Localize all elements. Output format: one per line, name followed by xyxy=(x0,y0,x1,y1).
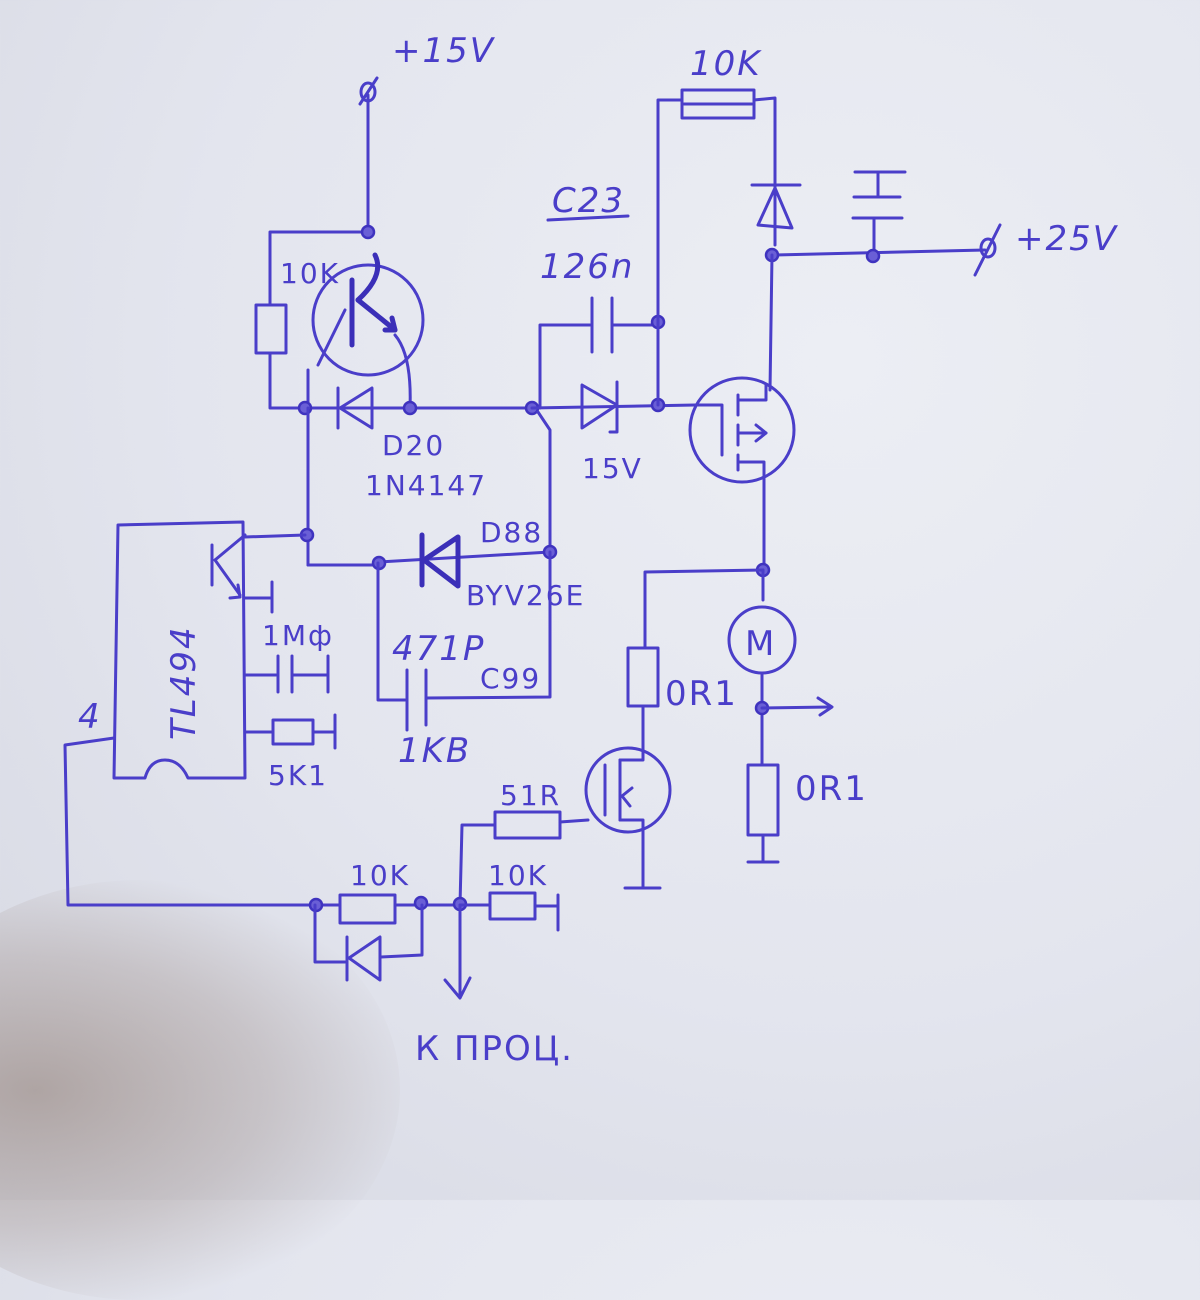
mosfet-low xyxy=(584,746,672,890)
motor: M xyxy=(727,605,797,675)
diode-triangle xyxy=(347,935,382,982)
diode-triangle xyxy=(338,386,374,430)
mosfet-high xyxy=(688,376,796,572)
diode-d88: D88 BYV26E xyxy=(306,516,585,612)
label-r-top-right: 10K xyxy=(690,44,762,84)
label-d88-ref: D88 xyxy=(480,516,543,549)
arrow-out xyxy=(760,705,832,710)
capacitor-1mf: 1Mф xyxy=(243,619,334,694)
resistor-10k-bottom-left: 10K xyxy=(308,859,462,925)
label-ic: TL494 xyxy=(164,625,204,740)
label-10k-bl: 10K xyxy=(350,859,410,892)
zener-triangle xyxy=(580,383,619,430)
junction xyxy=(865,248,881,264)
supply-25v: +25V xyxy=(973,219,1119,277)
resistor-body xyxy=(488,891,537,921)
schematic: +15V 10K D20 1N4147 C23 126n xyxy=(63,31,1119,1069)
resistor-10k-bottom-right: 10K xyxy=(458,859,560,932)
label-15v: +15V xyxy=(392,31,496,71)
label-c99-ref: C99 xyxy=(480,662,541,695)
mosfet-circle xyxy=(584,746,672,834)
label-to-processor: К ПРОЦ. xyxy=(415,1029,574,1069)
resistor-51r: 51R xyxy=(458,779,590,907)
label-10k-br: 10K xyxy=(488,859,548,892)
terminal-15v xyxy=(359,81,377,103)
resistor-5k1: 5K1 xyxy=(243,713,337,792)
label-d20-ref: D20 xyxy=(382,429,445,462)
r-top-left: 10K xyxy=(254,230,370,410)
transistor-circle xyxy=(311,263,425,377)
ic-pin-4: 4 xyxy=(63,697,312,907)
capacitor-top-right xyxy=(851,170,907,257)
resistor-body xyxy=(493,810,562,840)
mosfet-circle xyxy=(688,376,796,484)
diode-d20: D20 1N4147 xyxy=(303,386,532,502)
label-d20-part: 1N4147 xyxy=(365,469,487,502)
terminal-25v xyxy=(979,237,997,259)
junction xyxy=(402,400,418,416)
label-pin-4: 4 xyxy=(78,697,102,737)
transistor-q-driver xyxy=(306,252,425,410)
label-zener: 15V xyxy=(582,452,643,485)
label-c99-value: 471P xyxy=(392,629,485,669)
diode-bottom xyxy=(313,903,424,982)
resistor-body xyxy=(626,646,660,708)
resistor-shunt: 0R1 xyxy=(746,763,868,864)
diode-triangle xyxy=(421,534,461,589)
diode-top-right xyxy=(750,183,802,230)
label-51r: 51R xyxy=(500,779,561,812)
resistor-body xyxy=(338,893,397,925)
label-d88-part: BYV26E xyxy=(466,579,585,612)
label-1mf: 1Mф xyxy=(262,619,334,652)
label-shunt: 0R1 xyxy=(795,769,868,809)
r-top-right: 10K xyxy=(656,44,777,407)
capacitor-c99: 471P C99 1KB xyxy=(376,550,552,771)
resistor-body xyxy=(254,303,288,355)
label-gate-r: 0R1 xyxy=(665,674,738,714)
label-25v: +25V xyxy=(1015,219,1119,259)
label-c99-voltage: 1KB xyxy=(398,731,471,771)
junction xyxy=(360,224,376,240)
ic-tl494: TL494 xyxy=(112,520,307,780)
capacitor-c23: C23 126n xyxy=(538,181,660,410)
label-c23-value: 126n xyxy=(540,247,634,287)
diode-triangle xyxy=(756,186,794,230)
label-5k1: 5K1 xyxy=(268,759,328,792)
zener-15v: 15V xyxy=(530,380,697,485)
label-c23-ref: C23 xyxy=(552,181,625,221)
label-r-top-left: 10K xyxy=(280,257,340,290)
label-motor: M xyxy=(745,624,776,664)
ic-body xyxy=(112,520,247,780)
resistor-body xyxy=(746,763,780,837)
supply-15v: +15V xyxy=(358,31,496,232)
arrow-to-processor: К ПРОЦ. xyxy=(415,903,574,1069)
resistor-body xyxy=(271,718,315,746)
resistor-0r1-gate: 0R1 xyxy=(626,646,738,752)
resistor-body xyxy=(680,88,756,120)
